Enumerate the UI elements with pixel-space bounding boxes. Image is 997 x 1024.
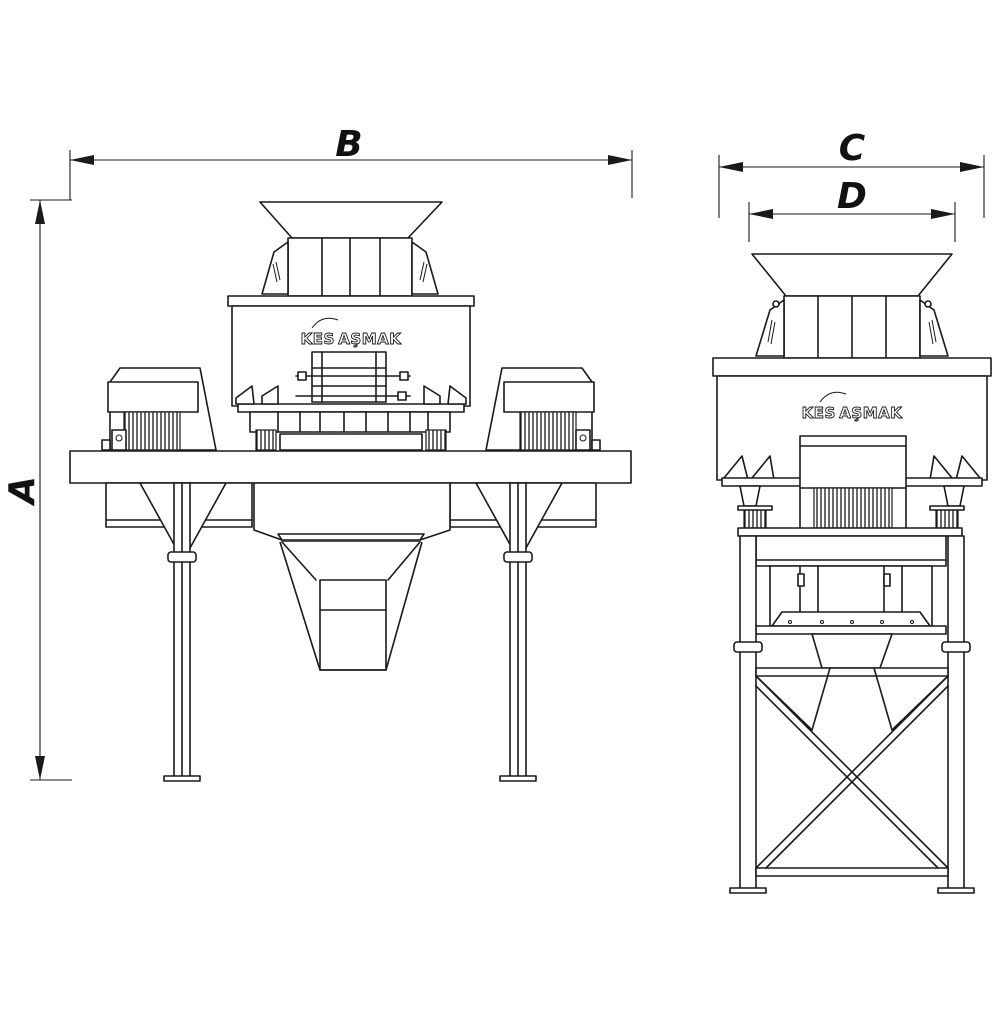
- discharge-chute: [253, 482, 451, 671]
- side-motor: [799, 435, 907, 529]
- side-legs: [729, 535, 975, 894]
- dimension-c-label: C: [839, 128, 866, 169]
- crusher-body: KES AŞMAK: [227, 295, 475, 413]
- left-motor: [101, 367, 217, 451]
- right-motor: [485, 367, 601, 451]
- dimension-c: C: [718, 128, 985, 218]
- dimension-a-label: A: [2, 476, 43, 507]
- right-leg: [475, 482, 563, 782]
- side-discharge: [811, 633, 893, 669]
- dimension-a: A: [2, 199, 72, 781]
- side-springs: [737, 505, 965, 529]
- front-view: KES AŞMAK: [69, 201, 632, 782]
- dimension-d: D: [748, 176, 956, 242]
- brand-logo-front: KES AŞMAK: [301, 330, 403, 348]
- dimension-b-label: B: [335, 124, 362, 165]
- spring-mounts: [249, 411, 451, 451]
- feed-hopper: [259, 201, 443, 297]
- side-feed-hopper: [751, 253, 953, 359]
- left-leg: [139, 482, 227, 782]
- dimension-d-label: D: [837, 176, 867, 217]
- dimension-b: B: [69, 124, 633, 200]
- side-upper-frame: [737, 527, 963, 635]
- brand-logo-side: KES AŞMAK: [802, 404, 904, 422]
- side-view: KES AŞMAK: [712, 253, 992, 894]
